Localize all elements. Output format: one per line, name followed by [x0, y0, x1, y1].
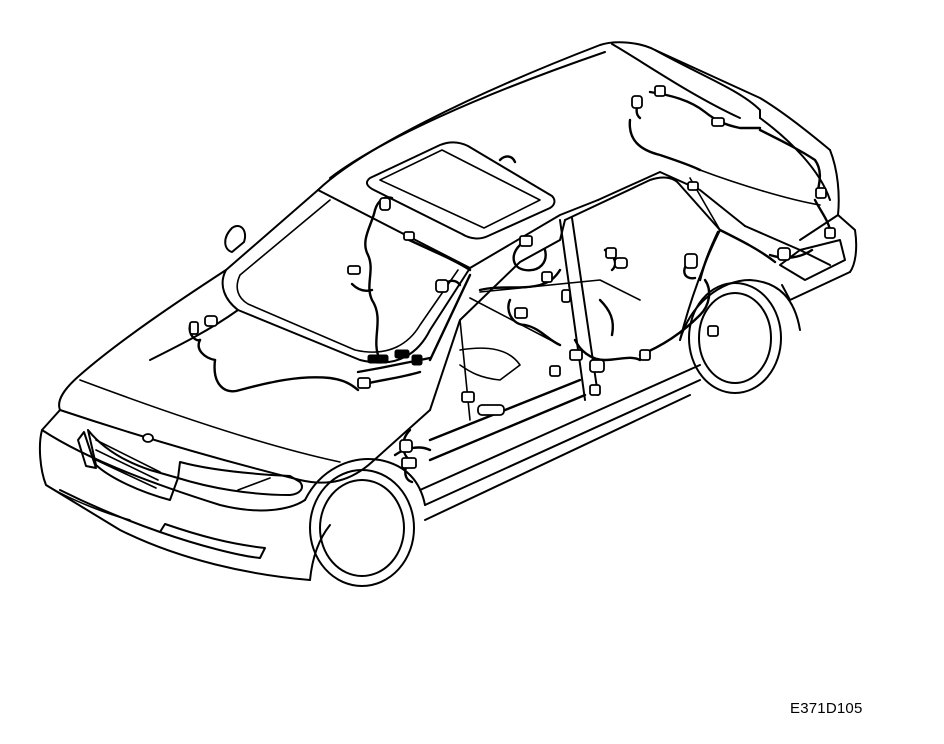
rear-wheel: [688, 282, 782, 394]
figure-code-label: E371D105: [790, 700, 863, 717]
harness-connectors: [142, 85, 836, 469]
wiring-harness: [188, 90, 832, 484]
front-wheel: [309, 469, 415, 587]
car-body-outline: [38, 41, 858, 581]
